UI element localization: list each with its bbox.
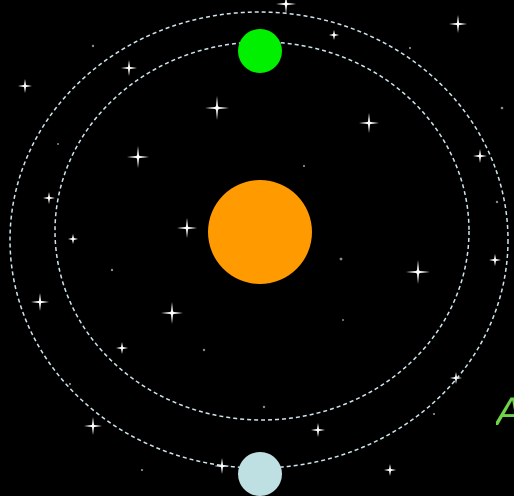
faint-star-6 [111,269,113,271]
faint-star-1 [92,45,94,47]
faint-star-14 [57,143,59,145]
faint-star-4 [303,165,305,167]
faint-star-3 [501,107,504,110]
partial-label: A [496,388,514,436]
outer-planet [238,29,282,73]
faint-star-11 [263,406,265,408]
faint-star-9 [69,383,71,385]
faint-star-10 [433,413,435,415]
inner-planet [238,452,282,496]
faint-star-13 [342,319,344,321]
faint-star-5 [496,201,498,203]
faint-star-8 [203,349,205,351]
faint-star-2 [409,47,411,49]
faint-star-7 [340,258,343,261]
faint-star-12 [141,469,143,471]
sun [208,180,312,284]
